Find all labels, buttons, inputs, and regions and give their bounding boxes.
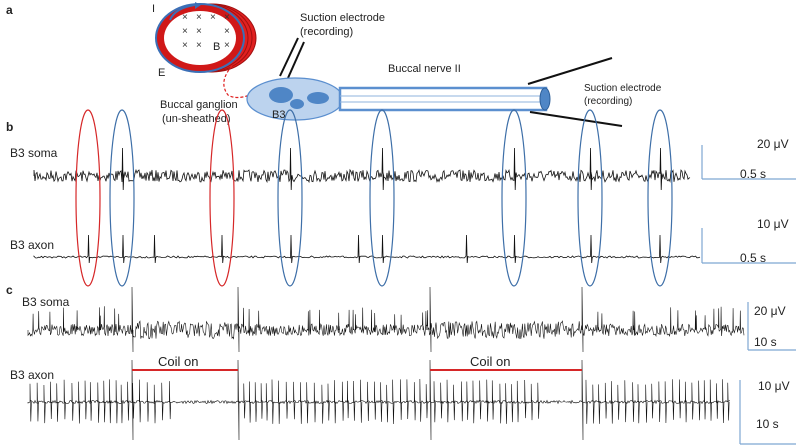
b-soma-trace [33, 147, 691, 191]
x-mark-3: × [224, 12, 230, 23]
x-mark-0: × [182, 12, 188, 23]
marker-blue-0 [109, 109, 135, 287]
x-mark-1: × [196, 12, 202, 23]
marker-blue-1 [277, 109, 303, 287]
suction-electrode-right-label: Suction electrode [584, 83, 662, 94]
buccal-ganglion-label: Buccal ganglion [160, 99, 238, 111]
marker-blue-3 [501, 109, 527, 287]
b3-neuron-soma [269, 87, 293, 103]
buccal-nerve-label: Buccal nerve II [388, 63, 461, 75]
c-soma-scale-time: 10 s [754, 335, 777, 349]
b-axon-scale-time: 0.5 s [740, 251, 766, 265]
x-mark-7: × [182, 40, 188, 51]
suction-electrode-right-sublabel: (recording) [584, 96, 632, 107]
b-soma-scale-time: 0.5 s [740, 167, 766, 181]
magnetic-field-x-marks: × × × × × × × × × × [182, 12, 230, 51]
c-soma-trace [27, 286, 745, 353]
coil-inner-field [164, 11, 236, 65]
field-arrow-dashed [223, 65, 251, 99]
suction-electrode-right-line-2 [529, 111, 623, 127]
panel-label-a: a [6, 3, 13, 17]
marker-blue-5 [647, 109, 673, 287]
c-axon-scale-amp: 10 μV [758, 379, 790, 393]
c-axon-label: B3 axon [10, 368, 54, 382]
suction-electrode-top-line-2 [287, 41, 305, 79]
b-axon-label: B3 axon [10, 238, 54, 252]
marker-blue-4 [577, 109, 603, 287]
b-soma-label: B3 soma [10, 146, 58, 160]
marker-blue-2 [369, 109, 395, 287]
coil-on-label-2: Coil on [470, 354, 510, 369]
b3-label: B3 [272, 109, 285, 121]
suction-electrode-top-sublabel: (recording) [300, 26, 353, 38]
current-arrowhead-icon [195, 2, 201, 9]
coil-on-label-1: Coil on [158, 354, 198, 369]
current-arrow-icon [169, 4, 196, 21]
panel-label-c: c [6, 283, 13, 297]
buccal-ganglion-sublabel: (un-sheathed) [162, 113, 231, 125]
suction-electrode-top-line-1 [279, 37, 299, 77]
coil-diagram: × × × × × × × × × × [155, 2, 257, 73]
b-axon-trace [33, 234, 701, 264]
c-axon-trace [27, 359, 731, 441]
suction-electrode-right-line-1 [527, 57, 613, 85]
panel-label-b: b [6, 120, 13, 134]
x-mark-2: × [210, 12, 216, 23]
marker-red-1 [209, 109, 235, 287]
coil-label-I: I [152, 3, 155, 15]
x-mark-8: × [196, 40, 202, 51]
x-mark-9: × [224, 40, 230, 51]
b-soma-scale-amp: 20 μV [757, 137, 789, 151]
x-mark-4: × [182, 26, 188, 37]
neuron-soma-right [307, 92, 329, 104]
x-mark-6: × [224, 26, 230, 37]
buccal-nerve [338, 86, 548, 112]
b-axon-scale-amp: 10 μV [757, 217, 789, 231]
coil-label-B: B [213, 41, 220, 53]
c-soma-scale-amp: 20 μV [754, 304, 786, 318]
x-mark-5: × [196, 26, 202, 37]
spike-markers [75, 109, 673, 287]
c-soma-label: B3 soma [22, 295, 70, 309]
nerve-cut-end [539, 87, 551, 111]
suction-electrode-top-label: Suction electrode [300, 12, 385, 24]
coil-label-E: E [158, 67, 165, 79]
c-axon-scale-time: 10 s [756, 417, 779, 431]
neuron-soma-small [290, 99, 304, 109]
marker-red-0 [75, 109, 101, 287]
